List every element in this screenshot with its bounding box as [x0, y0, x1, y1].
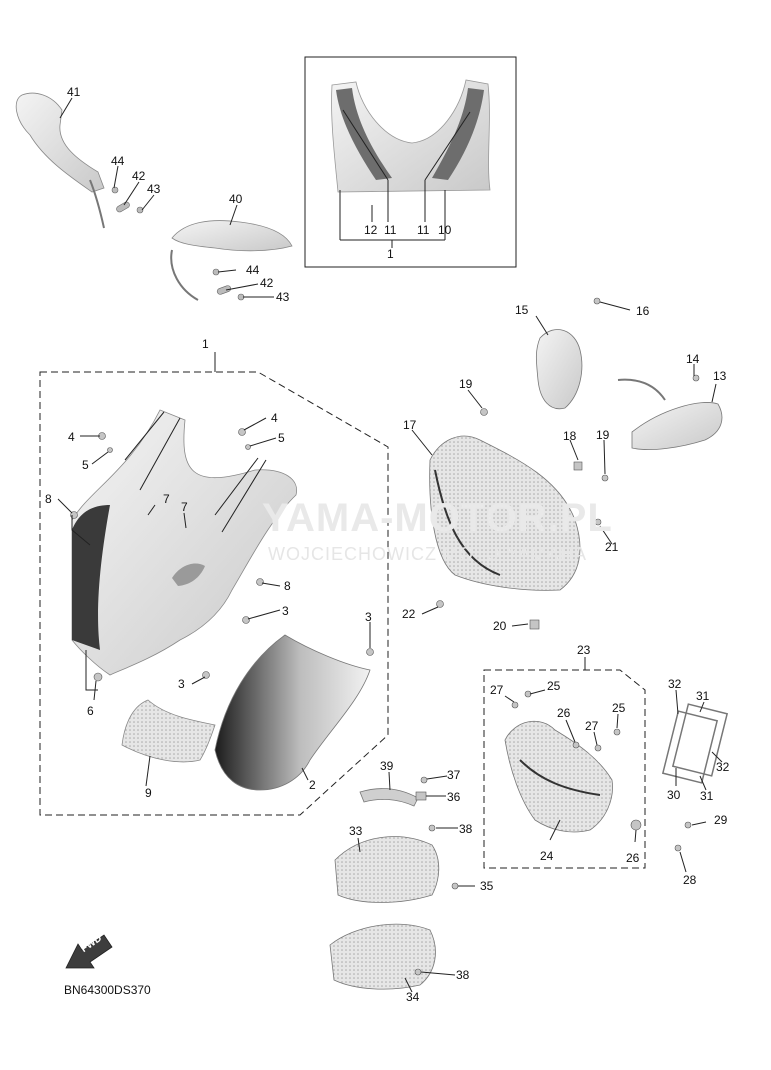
callout: 18 — [563, 429, 577, 443]
callout: 19 — [459, 377, 473, 391]
fasteners-group-23 — [511, 690, 692, 852]
callout: 35 — [480, 879, 494, 893]
callout: 29 — [714, 813, 728, 827]
callout: 44 — [246, 263, 260, 277]
watermark-sub: WOJCIECHOWICZ MOTO YAMAHA — [268, 544, 588, 564]
callout: 39 — [380, 759, 394, 773]
callout: 31 — [696, 689, 710, 703]
leaders-33-39 — [357, 771, 475, 993]
callout: 36 — [447, 790, 461, 804]
callout: 41 — [67, 85, 81, 99]
callout: 6 — [87, 704, 94, 718]
callout: 11 — [384, 223, 397, 237]
leaders-right-top — [411, 301, 717, 627]
small-fasteners-top — [111, 186, 245, 301]
inset-leader-lines — [339, 109, 471, 248]
callout: 32 — [716, 760, 730, 774]
callout: 38 — [459, 822, 473, 836]
callout: 33 — [349, 824, 363, 838]
callout: 11 — [417, 223, 430, 237]
callout: 7 — [181, 500, 188, 514]
leaders-mirrors — [59, 97, 274, 298]
group-1-outline — [39, 371, 389, 816]
callout: 5 — [278, 431, 285, 445]
callout: 27 — [490, 683, 504, 697]
callout: 25 — [547, 679, 561, 693]
callout: 8 — [45, 492, 52, 506]
callout: 13 — [713, 369, 727, 383]
callout: 28 — [683, 873, 697, 887]
part-13-light — [631, 402, 723, 450]
callout: 8 — [284, 579, 291, 593]
callout: 3 — [178, 677, 185, 691]
leaders-group-23 — [504, 657, 707, 873]
callout: 4 — [68, 430, 75, 444]
callout: 7 — [163, 492, 170, 506]
callout: 1 — [202, 337, 209, 351]
fasteners-group-1 — [70, 428, 374, 682]
callout: 43 — [147, 182, 161, 196]
inset-frame — [304, 56, 517, 268]
callout: 12 — [364, 223, 378, 237]
callout: 9 — [145, 786, 152, 800]
callout: 2 — [309, 778, 316, 792]
upper-cowling-inset — [331, 79, 491, 193]
callout: 19 — [596, 428, 610, 442]
callout: 30 — [667, 788, 681, 802]
callout: 26 — [626, 851, 640, 865]
callout: 25 — [612, 701, 626, 715]
fasteners-33-39 — [414, 776, 459, 976]
leaders-group-1 — [57, 411, 371, 787]
inner-panel-9 — [121, 699, 216, 763]
callout: 16 — [636, 304, 650, 318]
callout: 27 — [585, 719, 599, 733]
callout: 15 — [515, 303, 529, 317]
callout: 21 — [605, 540, 619, 554]
callout: 34 — [406, 990, 420, 1004]
callout: 3 — [282, 604, 289, 618]
part-41-bracket — [15, 92, 105, 229]
callout: 4 — [271, 411, 278, 425]
callout: 26 — [557, 706, 571, 720]
part-24-bracket — [504, 721, 613, 833]
callout: 22 — [402, 607, 416, 621]
callout: 31 — [700, 789, 714, 803]
part-15-duct — [535, 329, 583, 410]
callout: 1 — [387, 247, 394, 261]
part-39-strap — [359, 788, 419, 807]
fasteners-right-top — [436, 297, 700, 630]
callout: 14 — [686, 352, 700, 366]
fwd-arrow — [65, 934, 113, 969]
callout: 44 — [111, 154, 125, 168]
callout: 42 — [132, 169, 146, 183]
callout: 24 — [540, 849, 554, 863]
part-33-tray — [334, 836, 440, 903]
catalog-code: BN64300DS370 — [64, 983, 151, 997]
group-23-outline — [483, 669, 646, 869]
side-cowl — [71, 409, 298, 676]
part-34-tray — [329, 923, 436, 990]
callout: 40 — [229, 192, 243, 206]
headlight-stay — [429, 435, 581, 591]
watermark-main: YAMA-MOTOR.PL — [262, 496, 613, 540]
callout: 38 — [456, 968, 470, 982]
callout: 42 — [260, 276, 274, 290]
callout: 43 — [276, 290, 290, 304]
callout: 17 — [403, 418, 417, 432]
callout: 37 — [447, 768, 461, 782]
callout: 23 — [577, 643, 591, 657]
windscreen — [214, 634, 371, 791]
parts-30-32 — [661, 703, 729, 784]
callout: 20 — [493, 619, 507, 633]
wire-13 — [617, 378, 666, 401]
part-40-bracket — [170, 220, 293, 301]
leaders-30-32 — [675, 689, 723, 791]
callout: 10 — [438, 223, 452, 237]
callout: 5 — [82, 458, 89, 472]
callout: 32 — [668, 677, 682, 691]
callout: 3 — [365, 610, 372, 624]
